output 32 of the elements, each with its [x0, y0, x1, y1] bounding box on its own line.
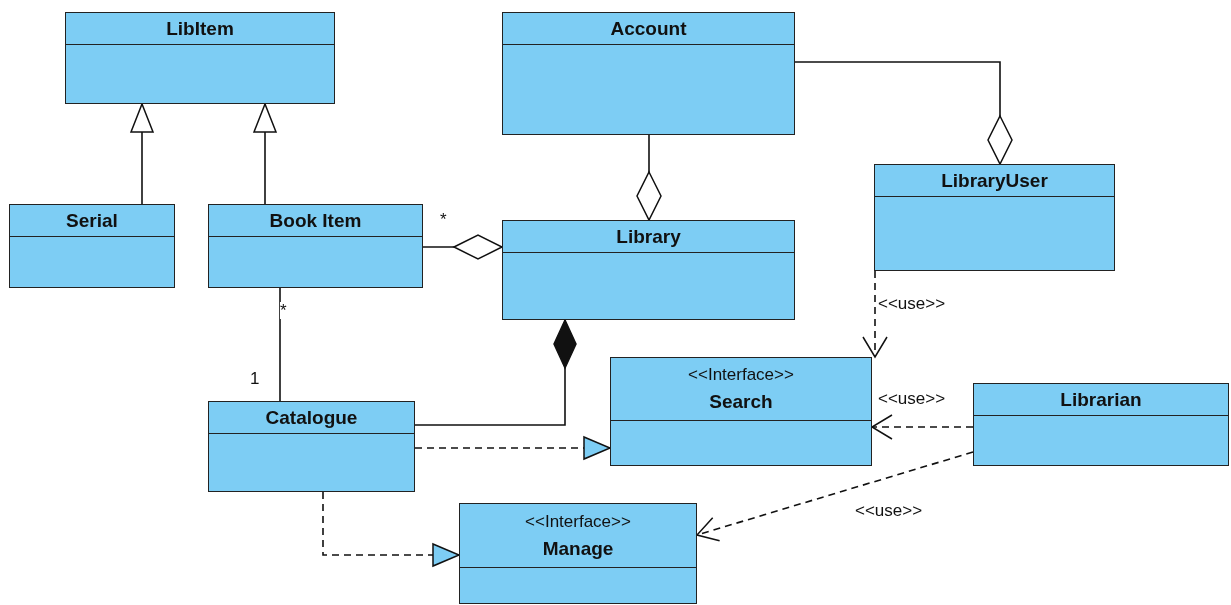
association-line [279, 287, 281, 402]
dashed-arrow [414, 436, 611, 460]
class-box [208, 401, 415, 492]
arrow [253, 103, 277, 205]
class-name: Serial [66, 209, 118, 232]
multiplicity-label: * [280, 302, 287, 319]
class-box [874, 164, 1115, 271]
class-box [502, 220, 795, 320]
class-box [610, 357, 872, 466]
class-name: Librarian [1060, 388, 1142, 411]
class-name: Catalogue [265, 406, 358, 429]
class-name: Account [610, 17, 687, 40]
dashed-arrow [871, 414, 974, 440]
class-name: LibItem [166, 17, 234, 40]
dashed-arrow [322, 491, 460, 567]
class-name: Book Item [269, 209, 362, 232]
dashed-arrow [696, 451, 974, 542]
stereotype-label: <<Interface>> [525, 511, 631, 532]
class-box [208, 204, 423, 288]
class-name: Manage [542, 537, 614, 560]
class-name: Library [616, 225, 681, 248]
class-name: LibraryUser [941, 169, 1048, 192]
class-name: Search [709, 391, 773, 413]
multiplicity-label: 1 [250, 370, 260, 387]
arrow [130, 103, 154, 205]
class-box [459, 503, 697, 604]
stereotype-label: <<Interface>> [688, 365, 794, 385]
class-box [9, 204, 175, 288]
class-box [973, 383, 1229, 466]
class-box [502, 12, 795, 135]
dashed-arrow [862, 270, 888, 358]
class-box [65, 12, 335, 104]
